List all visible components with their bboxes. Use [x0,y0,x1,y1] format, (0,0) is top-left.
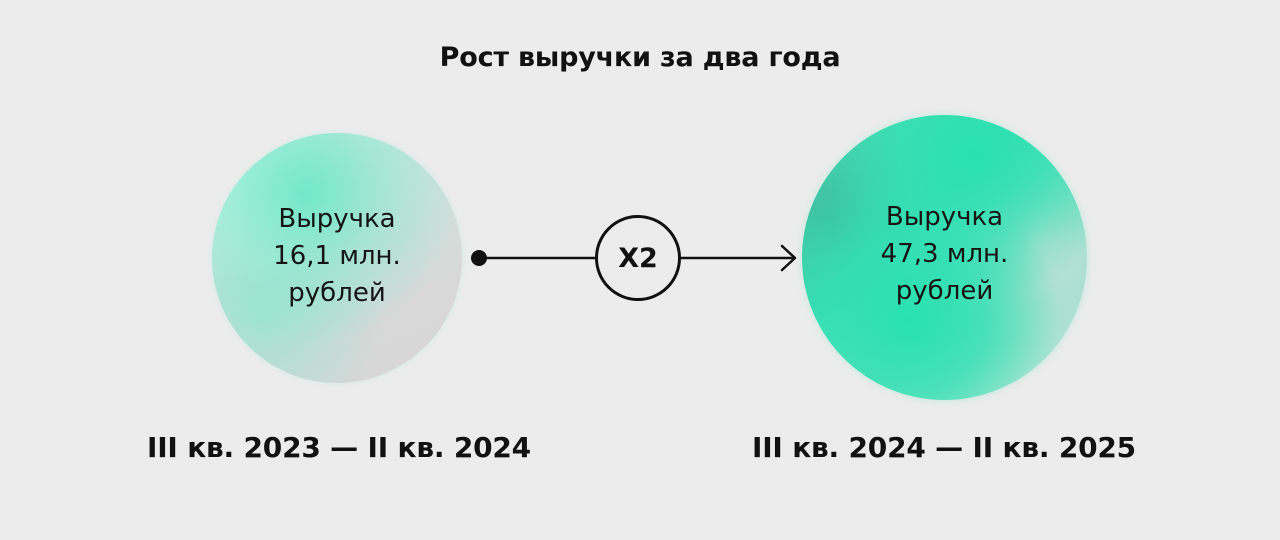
growth-multiplier-badge: X2 [595,215,681,301]
revenue-bubble-text: Выручка 47,3 млн. рублей [802,199,1087,310]
revenue-unit: рублей [288,277,386,308]
revenue-bubble-period-1: Выручка 16,1 млн. рублей [212,133,462,383]
revenue-bubble-text: Выручка 16,1 млн. рублей [212,201,462,312]
revenue-value: 47,3 млн. [880,238,1009,269]
revenue-bubble-period-2: Выручка 47,3 млн. рублей [802,115,1087,400]
arrow-head [780,244,797,272]
diagram-title: Рост выручки за два года [439,42,841,73]
period-label-2: III кв. 2024 — II кв. 2025 [752,431,1136,464]
revenue-value: 16,1 млн. [273,240,401,271]
revenue-label: Выручка [278,204,396,234]
revenue-unit: рублей [895,275,994,306]
revenue-label: Выручка [885,202,1004,232]
period-label-1: III кв. 2023 — II кв. 2024 [147,431,531,464]
